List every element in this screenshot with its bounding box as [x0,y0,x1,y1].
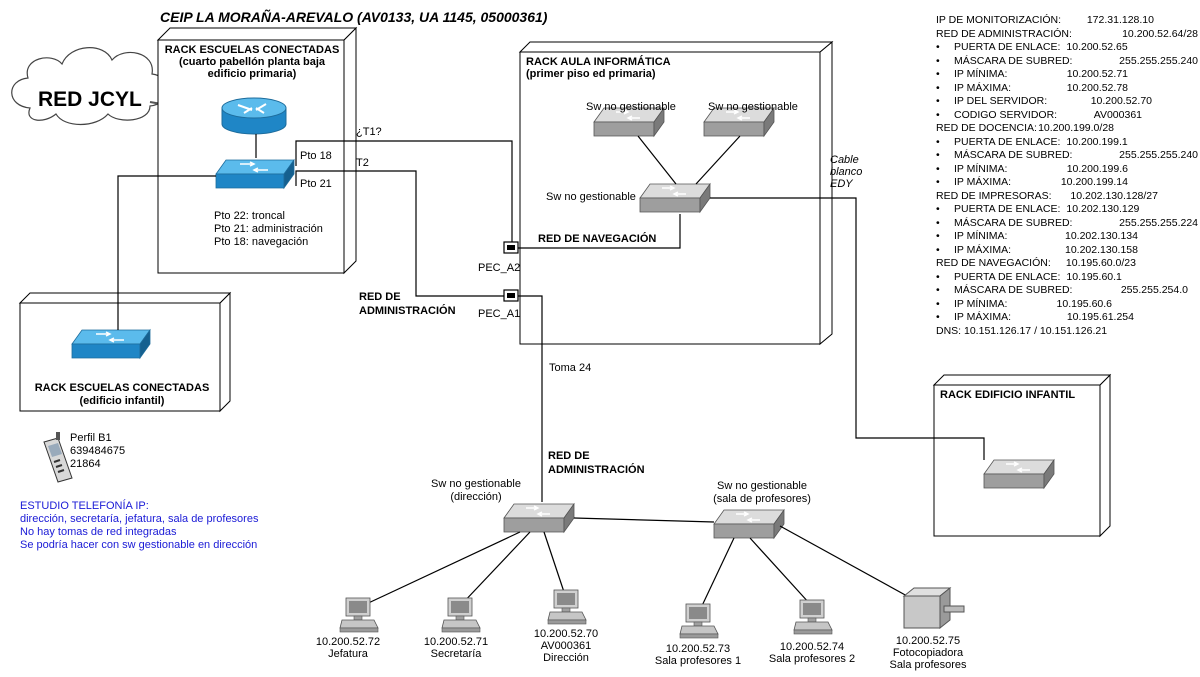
sw-left-label: Sw no gestionable [586,101,676,113]
phone-info: Perfil B1 639484675 21864 [70,432,126,470]
red-administracion-label: RED DE ADMINISTRACIÓN [359,291,456,317]
red-navegacion-label: RED DE NAVEGACIÓN [538,233,657,245]
rack-infantil-escuelas-title: RACK ESCUELAS CONECTADAS (edificio infan… [34,382,210,407]
telefonia-note: ESTUDIO TELEFONÍA IP: dirección, secreta… [20,500,259,551]
mobile-phone-icon [43,432,73,483]
printer-icon [902,586,965,630]
pec-a1-label: PEC_A1 [478,308,521,320]
port18-label: Pto 18 [300,150,332,162]
sw-direccion-label: Sw no gestionable (dirección) [431,478,521,503]
rack-escuelas-title: RACK ESCUELAS CONECTADAS (cuarto pabelló… [164,44,340,80]
network-info-panel: IP DE MONITORIZACIÓN:172.31.128.10 RED D… [936,14,1198,337]
port21-label: Pto 21 [300,178,332,190]
cable-label: Cable blanco EDY [830,154,863,190]
cloud-icon [11,47,168,125]
t1-label: ¿T1? [356,126,382,138]
ports-legend: Pto 22: troncal Pto 21: administración P… [214,210,323,248]
sw-right-label: Sw no gestionable [708,101,798,113]
page-title: CEIP LA MORAÑA-AREVALO (AV0133, UA 1145,… [160,9,548,25]
sw-profesores-label: Sw no gestionable (sala de profesores) [713,480,811,505]
sw-main-label: Sw no gestionable [546,191,636,203]
red-administracion-label-2: RED DE ADMINISTRACIÓN [548,450,645,476]
toma24-label: Toma 24 [549,362,592,374]
cloud-label: RED JCYL [38,88,142,111]
rack-edificio-infantil-box [932,373,1112,538]
rack-aula-title: RACK AULA INFORMÁTICA (primer piso ed pr… [526,56,671,80]
rack-edificio-infantil-title: RACK EDIFICIO INFANTIL [940,389,1076,401]
t2-label: T2 [356,157,369,169]
rack-escuelas-primaria-box [156,26,358,275]
router-icon [221,97,287,135]
pec-a2-label: PEC_A2 [478,262,521,274]
